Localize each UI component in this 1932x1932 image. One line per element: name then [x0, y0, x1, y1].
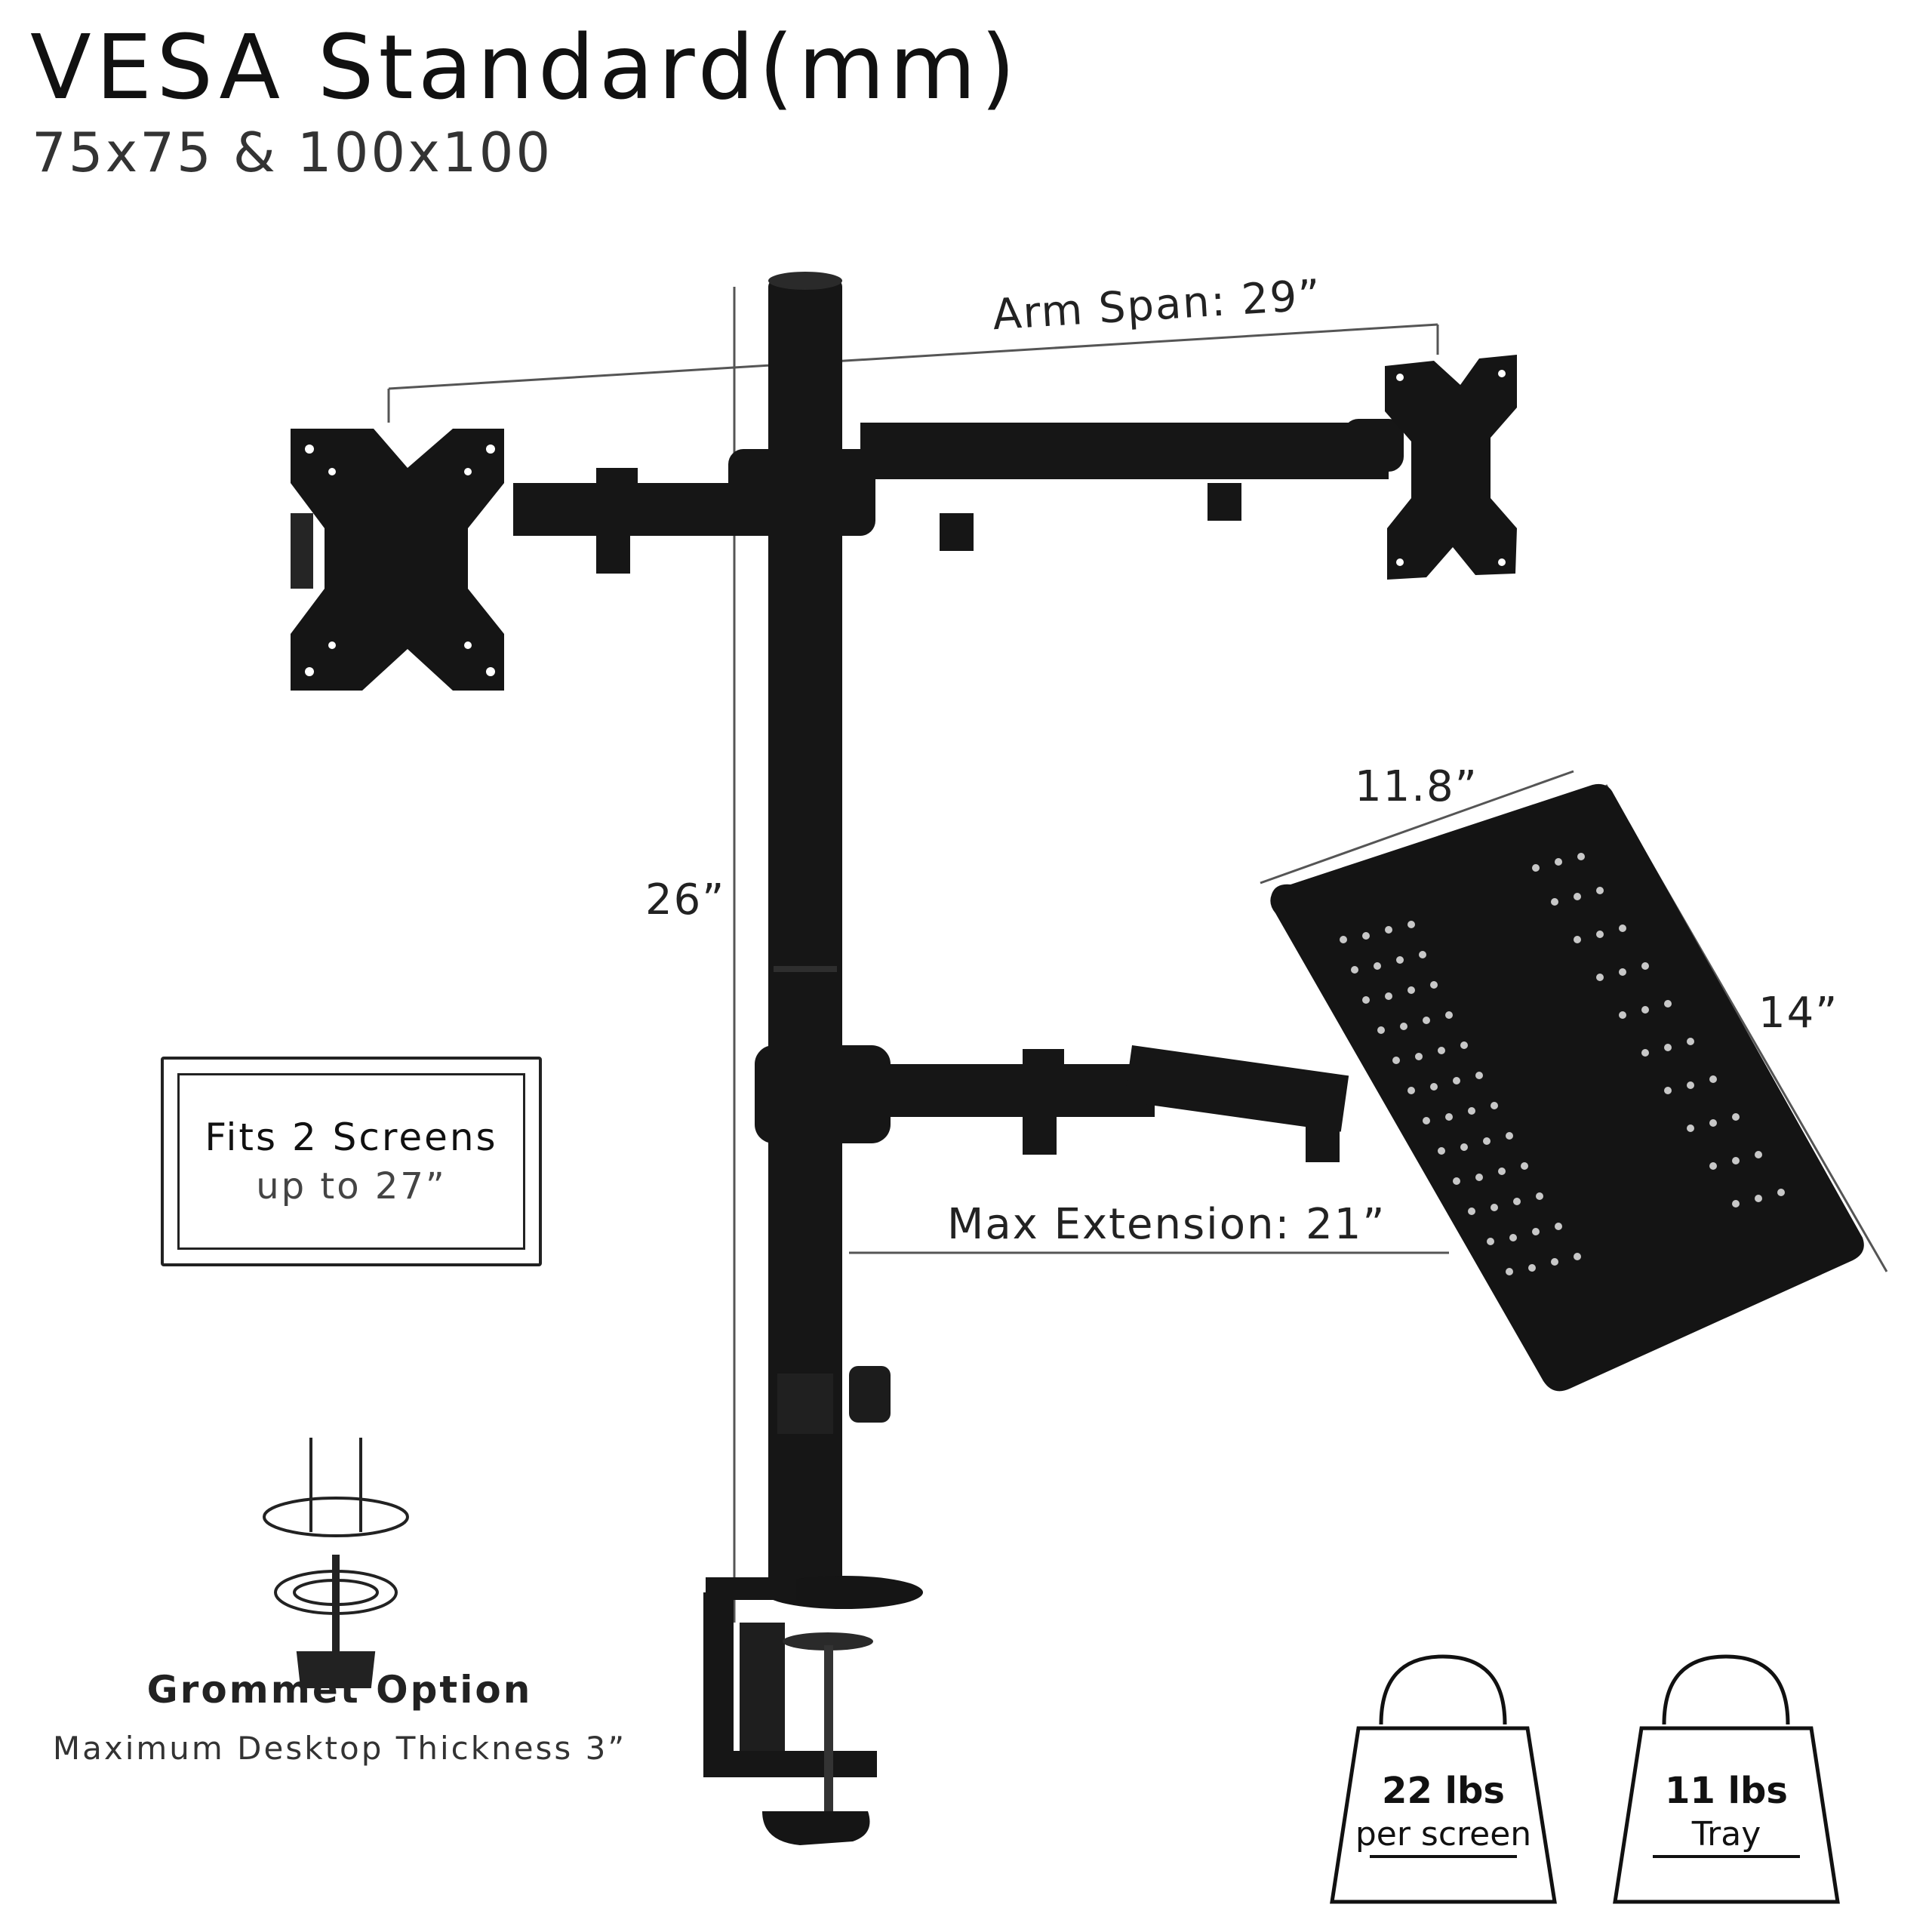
left-vesa-plate — [291, 429, 504, 691]
fits-screens-inner: Fits 2 Screens up to 27” — [177, 1073, 525, 1250]
upper-arm — [513, 419, 1404, 574]
grommet-subtitle: Maximum Desktop Thickness 3” — [52, 1730, 627, 1767]
screen-weight-value: 22 lbs — [1382, 1770, 1505, 1812]
desk-clamp — [703, 1577, 877, 1845]
screen-weight-label: per screen — [1355, 1815, 1532, 1854]
page-title: VESA Standard(mm) — [30, 15, 1020, 119]
arm-span-line — [388, 323, 1438, 390]
tray-depth-label: 14” — [1758, 989, 1839, 1038]
height-label: 26” — [645, 875, 726, 924]
right-vesa-plate — [1385, 355, 1517, 580]
tray-width-label: 11.8” — [1355, 762, 1478, 811]
weight-icon-screen — [1330, 1654, 1557, 1904]
tray-width-line — [1260, 770, 1574, 884]
fits-screens-count: Fits 2 Screens — [205, 1115, 498, 1159]
laptop-tray — [1270, 783, 1864, 1392]
tray-weight-label: Tray — [1691, 1815, 1761, 1854]
weight-icon-tray — [1613, 1654, 1840, 1904]
pole — [764, 272, 923, 1609]
vesa-sizes: 75x75 & 100x100 — [32, 121, 553, 184]
tray-weight-value: 11 lbs — [1665, 1770, 1788, 1812]
lower-arm — [755, 1045, 1349, 1162]
grommet-illustration — [263, 1438, 409, 1688]
fits-screens-size: up to 27” — [256, 1165, 447, 1208]
fits-screens-box: Fits 2 Screens up to 27” — [161, 1057, 542, 1266]
grommet-title: Grommet Option — [146, 1668, 533, 1712]
max-extension-label: Max Extension: 21” — [947, 1200, 1386, 1249]
